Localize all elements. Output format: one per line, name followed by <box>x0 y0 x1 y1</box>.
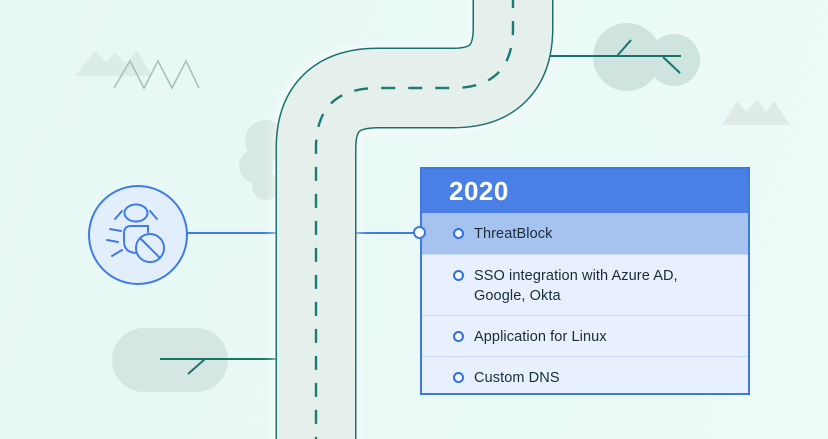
list-item-custom-dns: Custom DNS <box>422 356 748 393</box>
list-item-label: SSO integration with Azure AD, Google, O… <box>474 268 678 304</box>
timeline-node-dot <box>413 226 426 239</box>
list-item-label: Application for Linux <box>474 329 607 345</box>
tree-top-right <box>550 23 700 91</box>
road <box>275 0 554 439</box>
mountains-filled-right <box>722 99 790 125</box>
road-center-dashes <box>314 0 515 439</box>
list-item-linux-app: Application for Linux <box>422 315 748 356</box>
year-label: 2020 <box>449 175 509 206</box>
bug-blocked-icon <box>88 185 188 285</box>
mountains-filled-left <box>75 50 152 76</box>
bullet-icon <box>453 331 464 342</box>
list-item-sso: SSO integration with Azure AD, Google, O… <box>422 254 748 315</box>
year-card-header: 2020 <box>422 169 748 213</box>
bullet-icon <box>453 372 464 383</box>
list-item-label: ThreatBlock <box>474 226 553 242</box>
bullet-icon <box>453 228 464 239</box>
bullet-icon <box>453 270 464 281</box>
bush-branch <box>160 358 277 375</box>
list-item-label: Custom DNS <box>474 370 560 386</box>
year-card-2020: 2020 ThreatBlock SSO integration with Az… <box>420 167 750 395</box>
mountains-zigzag-icon <box>113 59 200 90</box>
list-item-threatblock: ThreatBlock <box>422 213 748 254</box>
